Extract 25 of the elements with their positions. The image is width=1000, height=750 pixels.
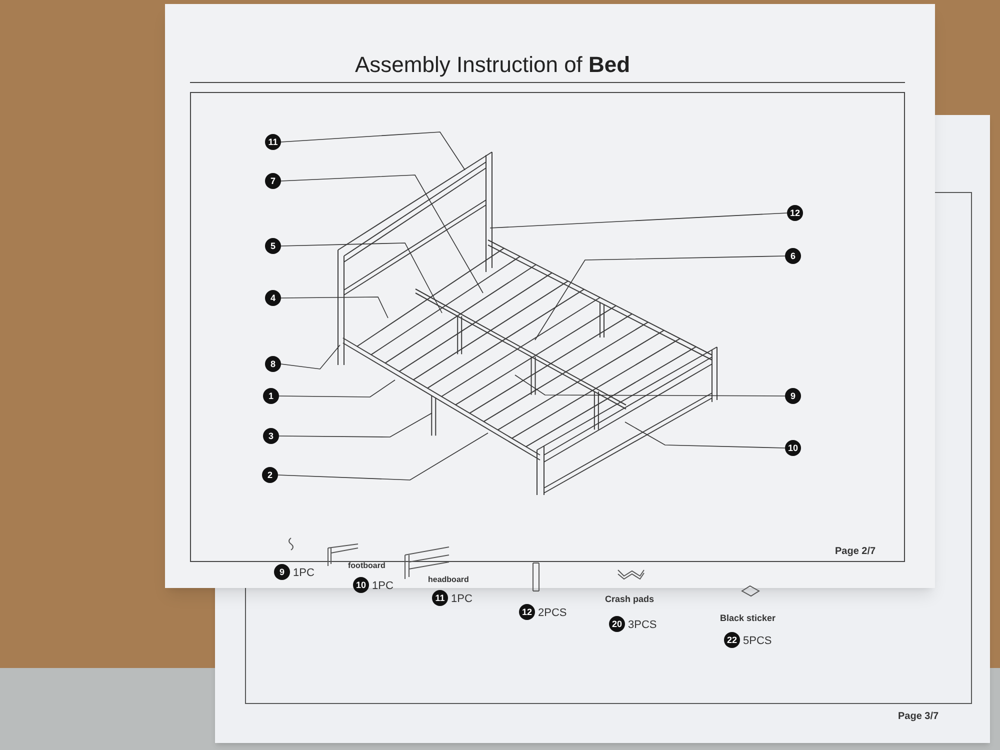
- quantity-label: 3PCS: [628, 618, 657, 633]
- leader-line: [280, 296, 388, 318]
- leader-line: [280, 242, 442, 314]
- leader-line: [280, 174, 484, 294]
- quantity-label: 1PC: [372, 579, 394, 594]
- leader-line: [280, 132, 466, 170]
- quantity-label: 1PC: [451, 592, 472, 607]
- leader-line: [278, 432, 488, 480]
- leader-line: [490, 212, 788, 228]
- leader-line: [278, 412, 432, 438]
- leader-line: [624, 422, 786, 448]
- part-name: headboard: [428, 574, 469, 586]
- quantity-label: 1PC: [293, 566, 314, 581]
- leader-line: [514, 374, 786, 396]
- quantity-label: 5PCS: [743, 634, 772, 649]
- quantity-label: 2PCS: [538, 606, 567, 621]
- leader-line: [278, 380, 396, 398]
- part-name: footboard: [348, 560, 386, 572]
- leader-line: [534, 256, 786, 340]
- leader-line: [280, 344, 340, 370]
- page-number: Page 2/7: [835, 545, 876, 559]
- part-name: Crash pads: [605, 593, 654, 606]
- page-number: Page 3/7: [898, 710, 939, 724]
- page-title: Assembly Instruction of Bed: [355, 51, 630, 79]
- part-name: Black sticker: [720, 612, 776, 625]
